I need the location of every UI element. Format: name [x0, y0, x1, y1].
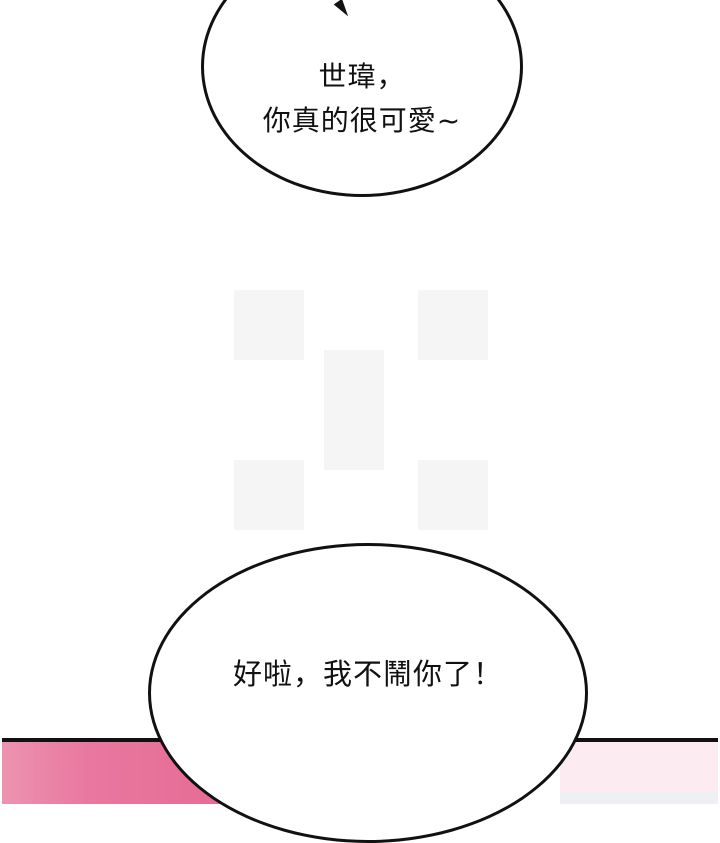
pink-floor-right	[560, 738, 718, 804]
speech-text-top: 世瑋， 你真的很可愛~	[263, 55, 461, 143]
speech-bubble-bottom: 好啦，我不鬧你了！	[148, 543, 588, 843]
speech-text-bottom: 好啦，我不鬧你了！	[233, 654, 503, 694]
floor-strip	[560, 792, 718, 804]
speech-line: 世瑋，	[318, 59, 406, 93]
speech-line: 你真的很可愛~	[262, 103, 462, 137]
speech-line: 好啦，我不鬧你了！	[232, 657, 503, 691]
